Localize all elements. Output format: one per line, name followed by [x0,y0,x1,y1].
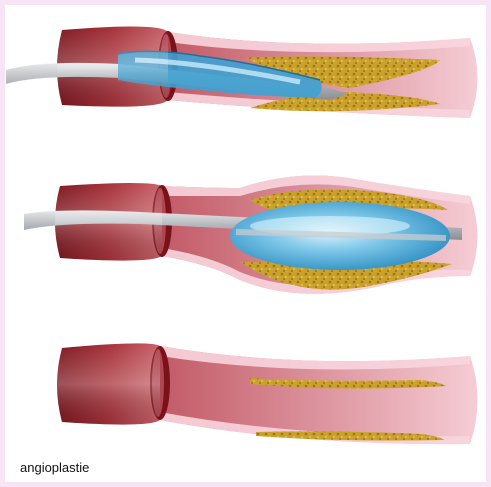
panel-balloon-inflated [24,176,478,294]
panel-catheter-inserted [6,26,478,118]
caption: angioplastie [20,460,89,475]
panel-vessel-widened [57,343,478,444]
